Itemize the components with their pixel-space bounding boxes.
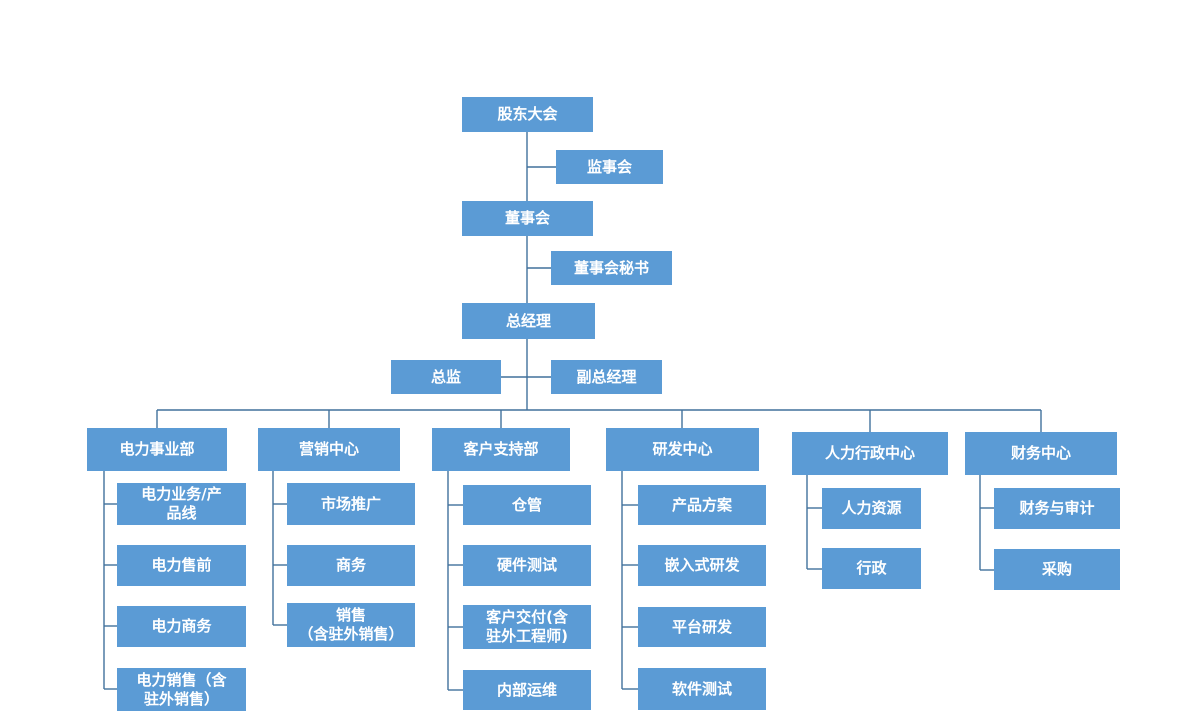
node-embedded-rd: 嵌入式研发 bbox=[638, 545, 766, 586]
node-procurement: 采购 bbox=[994, 549, 1120, 590]
node-sales: 销售 （含驻外销售） bbox=[287, 603, 415, 647]
node-customer-delivery: 客户交付(含 驻外工程师) bbox=[463, 605, 591, 649]
node-supervisory-board: 监事会 bbox=[556, 150, 663, 184]
node-board-of-directors: 董事会 bbox=[462, 201, 593, 236]
node-general-manager: 总经理 bbox=[462, 303, 595, 339]
node-board-secretary: 董事会秘书 bbox=[551, 251, 672, 285]
node-rd-center: 研发中心 bbox=[606, 428, 759, 471]
node-hardware-testing: 硬件测试 bbox=[463, 545, 591, 586]
node-product-solutions: 产品方案 bbox=[638, 485, 766, 525]
node-market-promotion: 市场推广 bbox=[287, 483, 415, 525]
node-hr-admin-center: 人力行政中心 bbox=[792, 432, 948, 475]
node-power-product-line: 电力业务/产 品线 bbox=[117, 483, 246, 525]
node-customer-support-dept: 客户支持部 bbox=[432, 428, 570, 471]
node-software-testing: 软件测试 bbox=[638, 668, 766, 710]
node-finance-center: 财务中心 bbox=[965, 432, 1117, 475]
node-marketing-center: 营销中心 bbox=[258, 428, 400, 471]
node-platform-rd: 平台研发 bbox=[638, 607, 766, 647]
node-director: 总监 bbox=[391, 360, 501, 394]
node-finance-audit: 财务与审计 bbox=[994, 488, 1120, 529]
node-power-division: 电力事业部 bbox=[87, 428, 227, 471]
node-power-sales: 电力销售（含 驻外销售） bbox=[117, 668, 246, 711]
node-power-commerce: 电力商务 bbox=[117, 606, 246, 647]
node-commerce: 商务 bbox=[287, 545, 415, 586]
node-deputy-general-manager: 副总经理 bbox=[551, 360, 662, 394]
node-administration: 行政 bbox=[822, 548, 921, 589]
node-shareholders: 股东大会 bbox=[462, 97, 593, 132]
node-power-presales: 电力售前 bbox=[117, 545, 246, 586]
node-human-resources: 人力资源 bbox=[822, 488, 921, 529]
node-internal-operations: 内部运维 bbox=[463, 670, 591, 710]
node-warehouse: 仓管 bbox=[463, 485, 591, 525]
